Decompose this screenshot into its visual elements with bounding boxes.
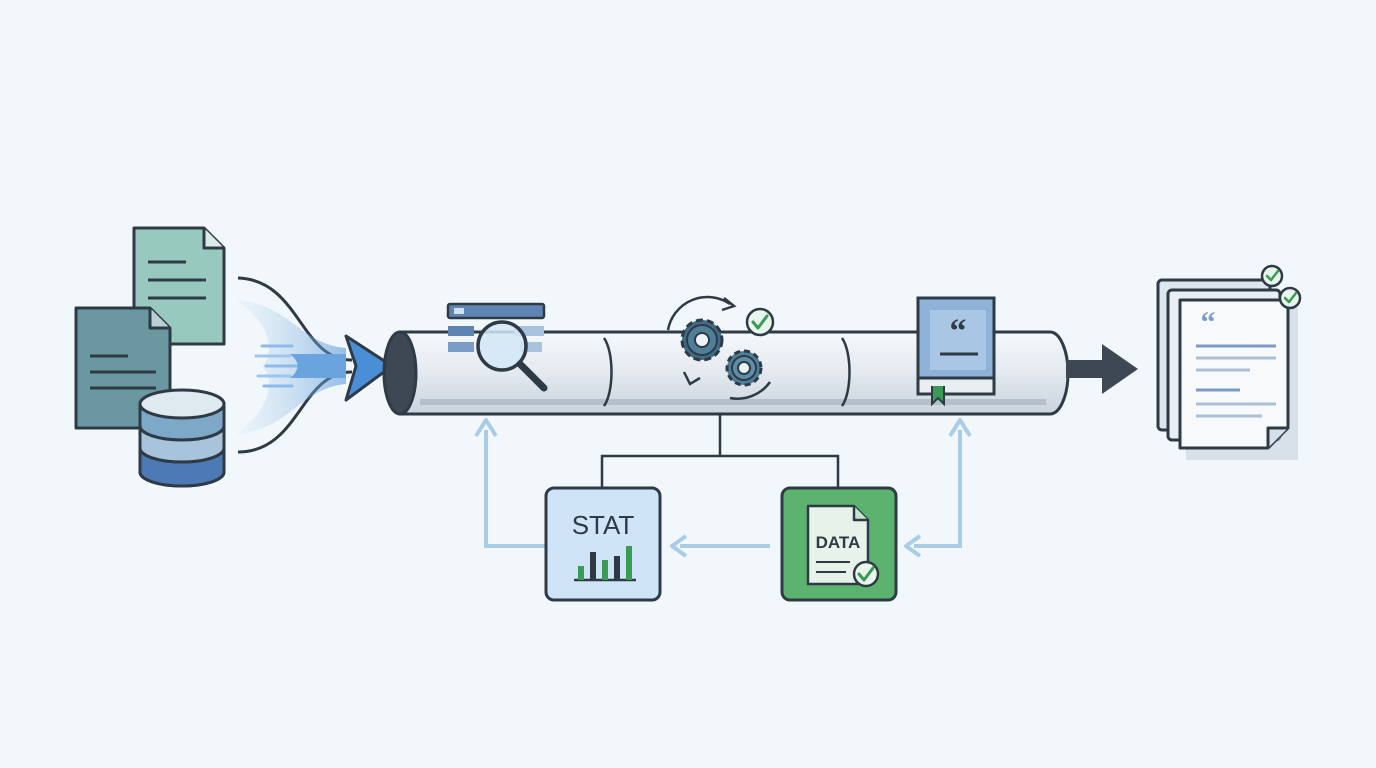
- check-icon: [745, 307, 775, 337]
- output-documents-icon: “: [1156, 264, 1302, 460]
- gears-icon: [666, 295, 775, 400]
- check-icon: [852, 560, 880, 588]
- input-sources: [74, 226, 226, 488]
- check-icon: [1260, 264, 1284, 288]
- database-icon: [138, 388, 226, 488]
- bar-chart-icon: [574, 546, 636, 582]
- feedback-arrows: [474, 418, 972, 558]
- support-connectors: [600, 414, 840, 488]
- svg-text:“: “: [950, 313, 967, 350]
- svg-text:“: “: [1201, 306, 1216, 339]
- search-icon: [446, 302, 548, 392]
- merge-flow-arrow: [236, 276, 394, 454]
- quote-book-icon: “: [916, 296, 996, 407]
- stat-box: STAT: [544, 486, 662, 602]
- data-box: DATA: [780, 486, 898, 602]
- output-arrow: [1066, 344, 1138, 394]
- stat-label: STAT: [572, 510, 635, 540]
- data-label: DATA: [816, 533, 861, 552]
- check-icon: [1278, 286, 1302, 310]
